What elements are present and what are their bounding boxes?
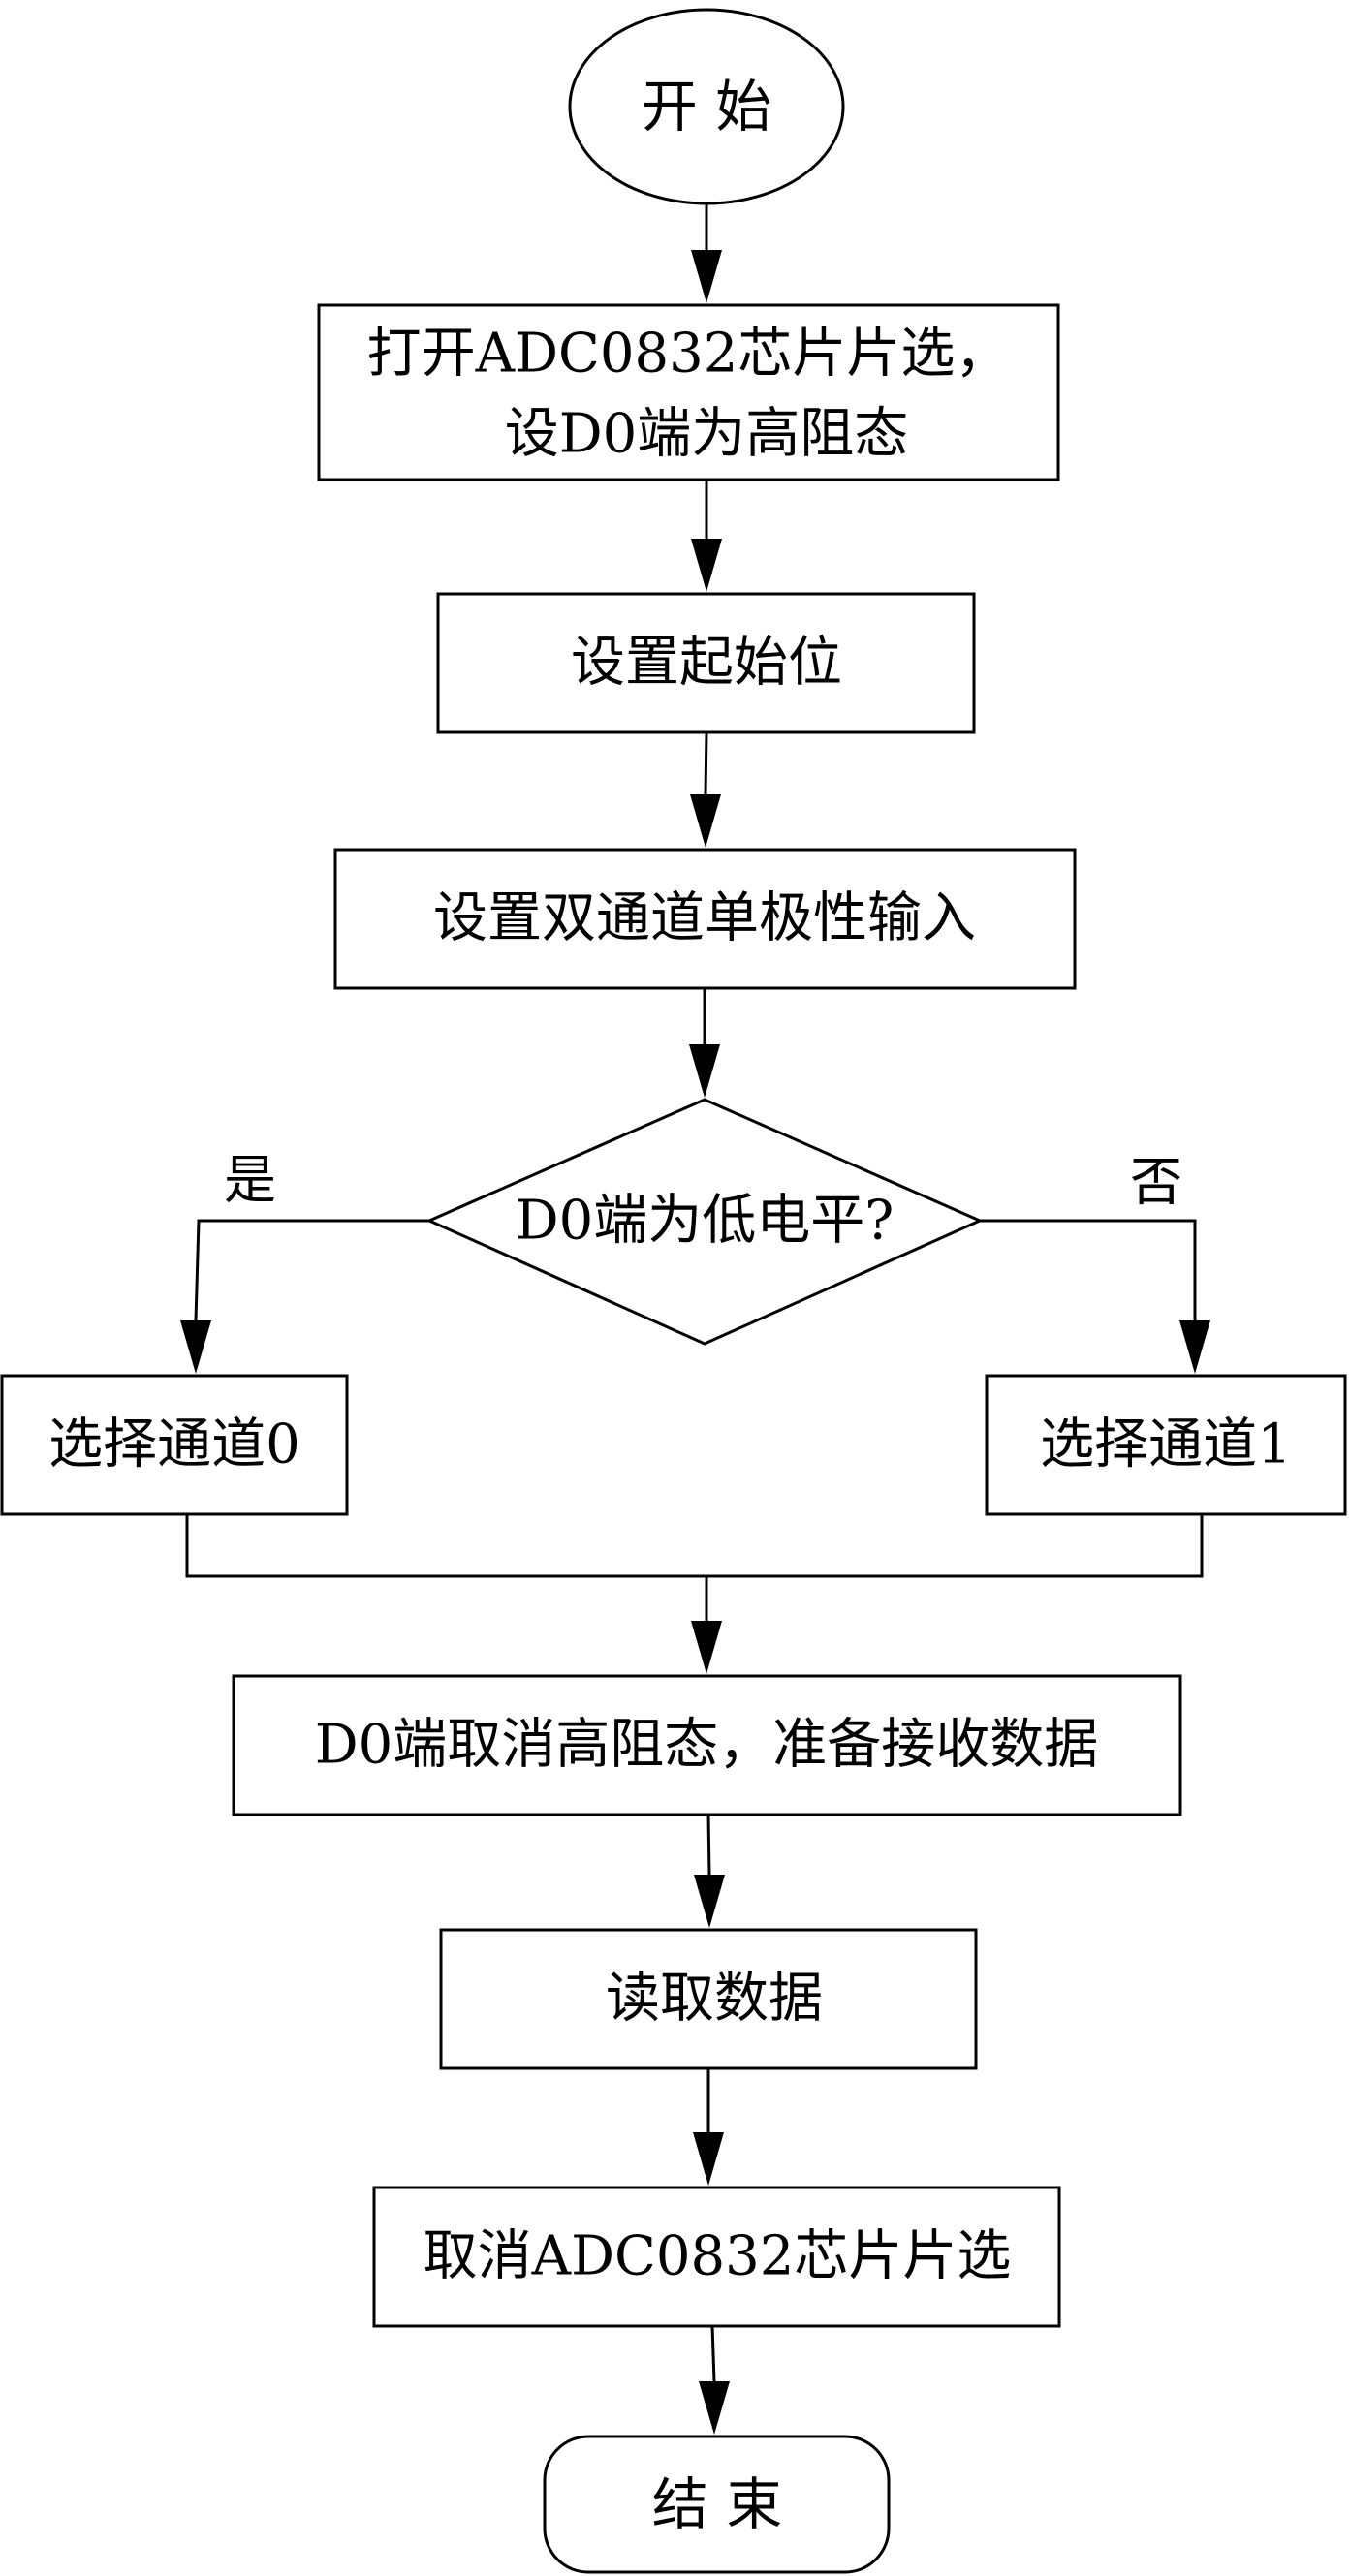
arrow-head bbox=[691, 250, 722, 303]
select-channel-1-node: 选择通道1 bbox=[985, 1374, 1347, 1516]
set-start-bit-label: 设置起始位 bbox=[571, 632, 842, 695]
read-data-node: 读取数据 bbox=[439, 1928, 978, 2070]
end-node: 结 束 bbox=[543, 2435, 891, 2574]
cancel-chip-select-node: 取消ADC0832芯片片选 bbox=[372, 2186, 1061, 2328]
cancel-high-z-box bbox=[232, 1674, 1182, 1816]
arrow-head bbox=[691, 539, 722, 592]
select-channel-1-label: 选择通道1 bbox=[1040, 1413, 1292, 1476]
open-chip-select-node: 打开ADC0832芯片片选， 设D0端为高阻态 bbox=[317, 303, 1060, 481]
arrow-head bbox=[694, 1875, 725, 1928]
cancel-high-z-node: D0端取消高阻态，准备接收数据 bbox=[232, 1674, 1182, 1816]
edge-dual-channel-to-decision bbox=[689, 988, 720, 1098]
start-label: 开 始 bbox=[642, 74, 771, 140]
select-channel-0-label: 选择通道0 bbox=[48, 1413, 300, 1476]
read-data-label: 读取数据 bbox=[606, 1968, 823, 2031]
set-dual-channel-node: 设置双通道单极性输入 bbox=[333, 848, 1077, 990]
set-start-bit-node: 设置起始位 bbox=[436, 592, 976, 734]
arrow-head bbox=[691, 1621, 722, 1674]
decision-node: D0端为低电平? bbox=[425, 1098, 984, 1346]
branch-label-no: 否 bbox=[1130, 1152, 1182, 1213]
read-data-box bbox=[439, 1928, 978, 2070]
open-chip-select-label-line1: 打开ADC0832芯片片选， bbox=[367, 323, 1010, 386]
cancel-chip-select-label: 取消ADC0832芯片片选 bbox=[424, 2225, 1012, 2288]
edge-line bbox=[710, 2325, 716, 2382]
arrow-head bbox=[693, 2132, 724, 2186]
open-chip-select-label-line2: 设D0端为高阻态 bbox=[505, 403, 909, 466]
arrow-head bbox=[1179, 1320, 1210, 1374]
edge-line bbox=[185, 1514, 1204, 1578]
set-start-bit-box bbox=[436, 592, 976, 734]
arrow-head bbox=[699, 2381, 730, 2435]
select-channel-0-box bbox=[0, 1374, 349, 1516]
decision-label: D0端为低电平? bbox=[516, 1190, 895, 1253]
arrow-head bbox=[689, 1044, 720, 1098]
end-label: 结 束 bbox=[652, 2471, 782, 2537]
cancel-chip-select-box bbox=[372, 2186, 1061, 2328]
edge-decision-to-channel-0 bbox=[180, 1219, 429, 1374]
select-channel-0-node: 选择通道0 bbox=[0, 1374, 349, 1516]
edge-merge-to-cancel-high-z bbox=[185, 1514, 1204, 1674]
edge-line bbox=[194, 1219, 429, 1321]
branch-label-yes: 是 bbox=[224, 1150, 276, 1211]
set-dual-channel-label: 设置双通道单极性输入 bbox=[433, 887, 976, 950]
start-node: 开 始 bbox=[568, 8, 845, 205]
decision-diamond bbox=[425, 1098, 984, 1346]
edge-cancel-chip-to-end bbox=[699, 2325, 730, 2435]
arrow-head bbox=[180, 1320, 211, 1374]
cancel-high-z-label: D0端取消高阻态，准备接收数据 bbox=[315, 1714, 1099, 1777]
edge-cancel-high-z-to-read-data bbox=[694, 1814, 725, 1928]
end-terminator bbox=[543, 2435, 891, 2574]
edge-line bbox=[980, 1219, 1197, 1320]
edge-open-chip-to-start-bit bbox=[691, 480, 722, 592]
edge-start-bit-to-dual-channel bbox=[690, 731, 721, 848]
arrow-head bbox=[690, 794, 721, 848]
select-channel-1-box bbox=[985, 1374, 1347, 1516]
edge-read-data-to-cancel-chip bbox=[693, 2068, 724, 2186]
edge-start-to-open-chip bbox=[691, 203, 722, 303]
set-dual-channel-box bbox=[333, 848, 1077, 990]
open-chip-select-box bbox=[317, 303, 1060, 481]
edge-decision-to-channel-1 bbox=[980, 1219, 1210, 1374]
edge-line bbox=[706, 1814, 711, 1876]
